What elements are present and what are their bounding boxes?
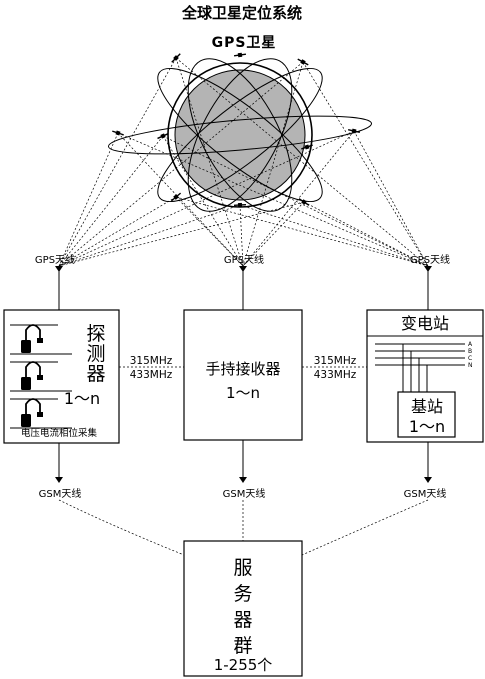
gsm-antenna-right: GSM天线 bbox=[404, 442, 447, 500]
signal-line bbox=[162, 135, 244, 267]
server-char-2: 务 bbox=[233, 583, 252, 605]
signal-line bbox=[303, 201, 429, 267]
receiver-box: 手持接收器 1～n bbox=[183, 309, 303, 441]
phase-n: N bbox=[468, 362, 473, 369]
substation-title: 变电站 bbox=[401, 314, 449, 333]
signal-line bbox=[242, 61, 304, 267]
server-box: 服 务 器 群 1-255个 bbox=[183, 540, 303, 677]
detector-box: 探 测 器 1～n 电压电流相位采集 bbox=[3, 309, 120, 444]
gps-antenna-center-label: GPS天线 bbox=[224, 253, 264, 266]
gps-antenna-left: GPS天线 bbox=[35, 253, 75, 310]
base-station-box bbox=[397, 391, 456, 438]
diagram-title: 全球卫星定位系统 bbox=[181, 4, 302, 22]
gsm-antenna-left-label: GSM天线 bbox=[39, 487, 82, 500]
freq-right-2: 433MHz bbox=[314, 369, 357, 381]
signal-line bbox=[175, 57, 244, 267]
signal-line bbox=[58, 132, 119, 267]
gsm-server-links bbox=[58, 499, 429, 556]
gps-antenna-right-label: GPS天线 bbox=[410, 253, 450, 266]
gsm-antenna-center-label: GSM天线 bbox=[223, 487, 266, 500]
link-detector-receiver: 315MHz 433MHz bbox=[119, 355, 184, 381]
signal-line bbox=[353, 130, 429, 267]
signal-line bbox=[58, 135, 164, 267]
signal-line bbox=[117, 132, 429, 267]
busbar-lines bbox=[375, 343, 465, 392]
gps-antenna-right: GPS天线 bbox=[410, 253, 450, 310]
signal-line bbox=[175, 196, 244, 267]
satellite-signal-lines bbox=[58, 57, 429, 267]
satellite-icon bbox=[301, 144, 313, 150]
gsm-antenna-right-label: GSM天线 bbox=[404, 487, 447, 500]
satellite-label: GPS卫星 bbox=[212, 35, 277, 51]
server-count: 1-255个 bbox=[214, 656, 273, 674]
detector-char-2: 测 bbox=[86, 343, 105, 365]
freq-left-2: 433MHz bbox=[130, 369, 173, 381]
receiver-count: 1～n bbox=[226, 384, 260, 402]
detector-probes bbox=[10, 324, 72, 429]
detector-char-3: 器 bbox=[86, 363, 105, 385]
phase-c: C bbox=[468, 355, 472, 362]
signal-line bbox=[58, 57, 177, 267]
phase-b: B bbox=[468, 348, 472, 355]
gsm-antenna-center: GSM天线 bbox=[223, 440, 266, 500]
base-station-count: 1～n bbox=[409, 417, 445, 436]
receiver-name: 手持接收器 bbox=[205, 360, 280, 378]
detector-caption: 电压电流相位采集 bbox=[21, 427, 98, 439]
server-char-3: 器 bbox=[233, 609, 252, 631]
signal-line bbox=[242, 130, 355, 267]
signal-line bbox=[162, 135, 429, 267]
signal-line bbox=[58, 204, 241, 267]
freq-left-1: 315MHz bbox=[130, 355, 173, 367]
satellite-icon bbox=[233, 52, 247, 58]
substation-box: 变电站 A B C N 基站 1～n bbox=[366, 309, 484, 443]
detector-count: 1～n bbox=[64, 389, 100, 408]
base-station-label: 基站 bbox=[411, 397, 443, 416]
gsm-antenna-left: GSM天线 bbox=[39, 443, 82, 500]
voltage-probe-icon bbox=[10, 324, 72, 355]
signal-line bbox=[58, 196, 177, 267]
gps-antenna-center: GPS天线 bbox=[224, 253, 264, 310]
signal-line bbox=[242, 201, 305, 267]
server-char-4: 群 bbox=[233, 635, 252, 657]
satellite-orbits bbox=[107, 58, 373, 212]
signal-line bbox=[58, 61, 304, 267]
voltage-probe-icon bbox=[10, 398, 72, 429]
server-char-1: 服 bbox=[233, 557, 252, 579]
signal-line bbox=[117, 132, 244, 267]
signal-line bbox=[239, 204, 429, 267]
detector-char-1: 探 bbox=[86, 323, 105, 345]
signal-line bbox=[58, 201, 305, 267]
link-receiver-substation: 315MHz 433MHz bbox=[302, 355, 367, 381]
voltage-probe-icon bbox=[10, 361, 72, 392]
signal-line bbox=[175, 57, 429, 267]
signal-line bbox=[175, 196, 429, 267]
phase-a: A bbox=[468, 341, 473, 348]
freq-right-1: 315MHz bbox=[314, 355, 357, 367]
earth-globe bbox=[167, 62, 313, 208]
gps-antenna-left-label: GPS天线 bbox=[35, 253, 75, 266]
